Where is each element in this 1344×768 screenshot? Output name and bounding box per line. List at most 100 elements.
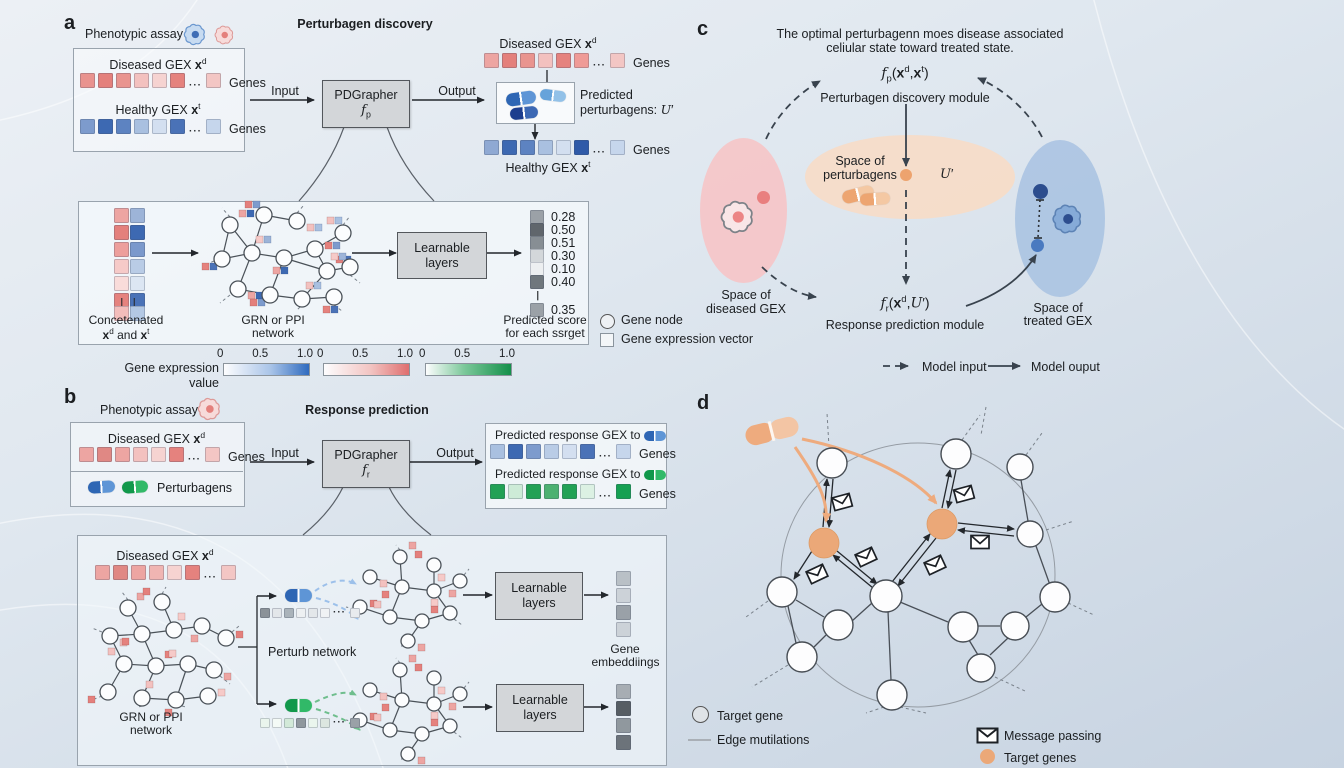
gene-square bbox=[170, 118, 185, 134]
gene-square bbox=[350, 717, 360, 728]
gene-square bbox=[616, 701, 631, 716]
ellipsis: ··· bbox=[188, 453, 201, 465]
genes-label: Genes bbox=[639, 446, 676, 461]
ellipsis: ··· bbox=[333, 607, 346, 618]
predicted-pert-line2: perturbagens: U′ bbox=[580, 102, 674, 117]
gene-square bbox=[130, 242, 145, 257]
grn-label-line2: network bbox=[251, 326, 295, 340]
gene-square bbox=[206, 118, 221, 134]
ellipsis: ··· bbox=[333, 717, 346, 728]
gene-square bbox=[308, 607, 318, 618]
scale-bar-red bbox=[323, 363, 410, 376]
genes-label: Genes bbox=[228, 449, 265, 464]
learnable-line1: Learnable bbox=[512, 693, 568, 708]
ellipsis: ··· bbox=[593, 146, 606, 158]
target-genes-icon bbox=[980, 749, 995, 764]
gene-square bbox=[616, 571, 631, 586]
gene-node-icon bbox=[600, 314, 615, 329]
score-value: 0.35 bbox=[551, 302, 576, 317]
score-value: 0.40 bbox=[551, 274, 576, 289]
ellipsis: ··· bbox=[189, 79, 202, 91]
score-row: 0.40 bbox=[530, 274, 576, 289]
flow-diseased-row: ··· Genes bbox=[484, 52, 670, 71]
gene-square bbox=[610, 52, 625, 68]
healthy-gex-row: ··· Genes bbox=[80, 118, 266, 137]
gene-square bbox=[520, 52, 535, 68]
edge-mutation-icon bbox=[688, 739, 711, 741]
concat-last-red bbox=[114, 306, 129, 323]
emb-label-line2: embeddiings bbox=[591, 655, 660, 669]
gene-square bbox=[484, 139, 499, 155]
learnable-line1: Learnable bbox=[511, 581, 567, 596]
ellipsis: ❘ bbox=[534, 290, 542, 300]
gene-square bbox=[502, 139, 517, 155]
gene-square bbox=[526, 483, 541, 499]
scale-tick: 1.0 bbox=[297, 348, 313, 360]
space-treated-line2: treated GEX bbox=[1023, 314, 1093, 328]
model-name: PDGrapher bbox=[334, 87, 398, 102]
orange-pill-icon bbox=[859, 191, 891, 207]
gene-square bbox=[221, 564, 236, 580]
diseased-state-dot bbox=[757, 191, 770, 204]
learnable-line2: layers bbox=[425, 255, 459, 270]
gene-square bbox=[130, 306, 145, 321]
output-label: Output bbox=[438, 84, 476, 98]
score-row: 0.50 bbox=[530, 222, 575, 237]
panel-b-label: b bbox=[64, 386, 77, 408]
gene-square bbox=[544, 443, 559, 459]
treated-cell-icon bbox=[1050, 202, 1084, 241]
gene-square bbox=[574, 52, 589, 68]
space-pert-line2: perturbagens bbox=[823, 168, 897, 182]
diseased-cell-icon bbox=[718, 198, 756, 241]
gene-square bbox=[134, 118, 149, 134]
red-cell-icon bbox=[213, 24, 235, 51]
predicted-pert-line1: Predicted bbox=[580, 88, 633, 102]
panel-d-label: d bbox=[697, 392, 710, 414]
gene-square bbox=[616, 735, 631, 750]
gene-square bbox=[206, 72, 221, 88]
diseased-gex-row: ··· Genes bbox=[80, 72, 266, 91]
response-module-label: Response prediction module bbox=[825, 318, 985, 332]
gene-square bbox=[272, 607, 282, 618]
green-pill-icon bbox=[121, 480, 149, 494]
b-diseased-row: ··· Genes bbox=[79, 446, 265, 465]
gene-square bbox=[131, 564, 146, 580]
b-grn-label-line2: network bbox=[129, 723, 173, 737]
gene-square bbox=[556, 139, 571, 155]
scale-tick: 1.0 bbox=[397, 348, 413, 360]
gene-square bbox=[167, 564, 182, 580]
score-row: 0.30 bbox=[530, 248, 575, 263]
ellipsis: ··· bbox=[599, 450, 612, 462]
u-prime-label: U′ bbox=[940, 166, 954, 182]
learnable-layers-box: Learnable layers bbox=[496, 684, 584, 732]
gene-square bbox=[544, 483, 559, 499]
response-line-green: Predicted response GEX to bbox=[495, 467, 667, 482]
blue-pill-icon bbox=[87, 480, 116, 494]
space-pert-line1: Space of bbox=[835, 154, 885, 168]
gene-square bbox=[296, 607, 306, 618]
message-passing-icon bbox=[976, 727, 999, 744]
flow-healthy-row: ··· Genes bbox=[484, 139, 670, 158]
gene-square bbox=[170, 72, 185, 88]
blue-cell-icon bbox=[182, 22, 207, 52]
gene-square bbox=[98, 72, 113, 88]
gene-square bbox=[185, 564, 200, 580]
concat-col-red bbox=[114, 208, 129, 310]
score-value: 0.28 bbox=[551, 209, 576, 224]
gene-square bbox=[260, 607, 270, 618]
input-label: Input bbox=[271, 84, 299, 98]
space-treated-line1: Space of bbox=[1033, 301, 1083, 315]
gene-square bbox=[538, 52, 553, 68]
gene-square bbox=[562, 443, 577, 459]
model-name: PDGrapher bbox=[334, 447, 398, 462]
gene-square bbox=[556, 52, 571, 68]
box-divider bbox=[70, 471, 243, 472]
gene-node-label: Gene node bbox=[621, 313, 683, 327]
gene-square bbox=[152, 72, 167, 88]
scale-label: Gene expression value bbox=[124, 361, 219, 390]
score-square bbox=[530, 235, 544, 250]
gene-square bbox=[114, 276, 129, 291]
genes-label: Genes bbox=[633, 55, 670, 70]
space-diseased-line1: Space of bbox=[721, 288, 771, 302]
